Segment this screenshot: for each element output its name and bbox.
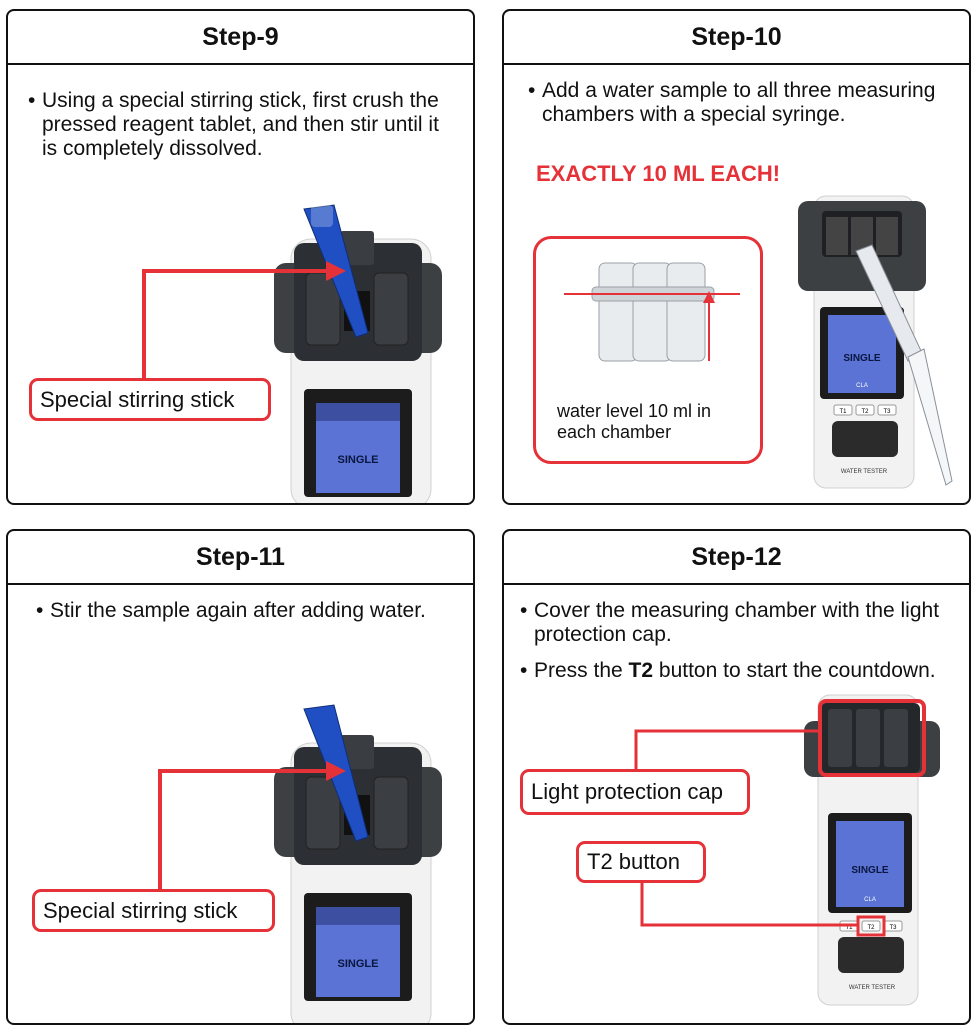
t2-button-callout: T2 button	[576, 841, 706, 883]
step-11-title: Step-11	[8, 531, 473, 585]
step-10-panel: Step-10 •Add a water sample to all three…	[502, 9, 971, 505]
brand-label: WATER TESTER	[841, 469, 888, 475]
water-level-caption-line-2: each chamber	[557, 422, 672, 442]
step-9-panel: Step-9 •Using a special stirring stick, …	[6, 9, 475, 505]
chamber-cuvette-illustration	[564, 262, 740, 362]
lcd-display-text: SINGLE	[338, 958, 379, 970]
step-12-bullet-2: •Press the T2 button to start the countd…	[520, 659, 936, 682]
tester-device-with-stick: SINGLE	[158, 704, 442, 1023]
step-11-bullet: •Stir the sample again after adding wate…	[36, 599, 426, 622]
special-stirring-stick-callout: Special stirring stick	[32, 889, 275, 932]
t1-key-label: T1	[845, 925, 853, 931]
tester-device-with-syringe: SINGLE CLA T1 T2 T3 WATER TESTER	[798, 195, 953, 489]
tester-device-with-cap: SINGLE CLA T1 T2 T3 WATER TESTER	[634, 694, 940, 1006]
t2-bold-text: T2	[628, 659, 654, 682]
lcd-display-text: SINGLE	[851, 865, 889, 876]
lcd-display-text: SINGLE	[338, 454, 379, 466]
step-12-title: Step-12	[504, 531, 969, 585]
t3-key-label: T3	[889, 925, 897, 931]
t2-key-label: T2	[861, 409, 869, 415]
step-10-title: Step-10	[504, 11, 969, 65]
exactly-10-ml-warning: EXACTLY 10 ML EACH!	[536, 161, 781, 186]
step-12-panel: Step-12 •Cover the measuring chamber wit…	[502, 529, 971, 1025]
water-level-caption-line-1: water level 10 ml in	[557, 401, 712, 421]
special-stirring-stick-callout: Special stirring stick	[29, 378, 271, 421]
tester-device-with-stick: SINGLE	[142, 204, 442, 503]
step-9-title: Step-9	[8, 11, 473, 65]
water-level-inset	[533, 236, 763, 464]
t2-key-label: T2	[867, 925, 875, 931]
light-protection-cap-callout: Light protection cap	[520, 769, 750, 815]
step-12-bullet-1: •Cover the measuring chamber with the li…	[520, 599, 940, 646]
lcd-sub-text: CLA	[856, 383, 868, 389]
lcd-display-text: SINGLE	[843, 353, 881, 364]
step-9-bullet: •Using a special stirring stick, first c…	[28, 89, 439, 160]
t1-key-label: T1	[839, 409, 847, 415]
lcd-sub-text: CLA	[864, 897, 876, 903]
step-10-bullet: •Add a water sample to all three measuri…	[528, 79, 936, 126]
t3-key-label: T3	[883, 409, 891, 415]
step-11-panel: Step-11 •Stir the sample again after add…	[6, 529, 475, 1025]
brand-label: WATER TESTER	[849, 985, 896, 991]
